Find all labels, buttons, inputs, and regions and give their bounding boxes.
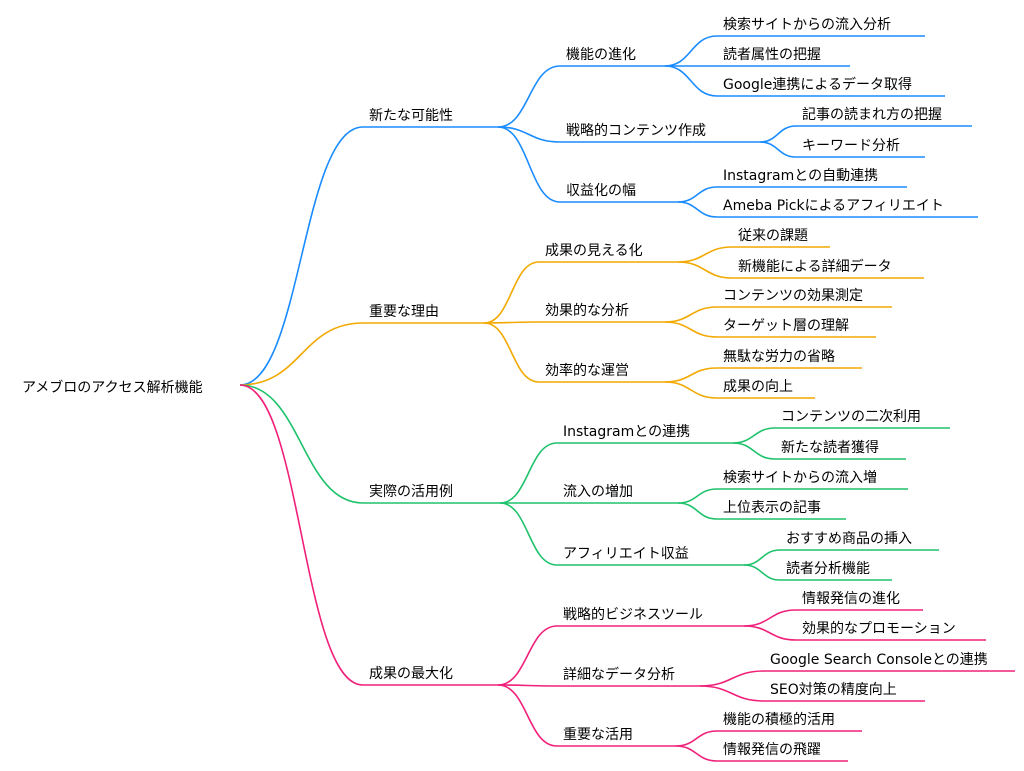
subtopic-label: アフィリエイト収益	[563, 546, 689, 562]
leaf-label: 情報発信の進化	[802, 591, 900, 607]
leaf-connector	[732, 442, 776, 460]
subtopic-label: 詳細なデータ分析	[563, 666, 675, 683]
leaf-connector	[759, 125, 797, 143]
branch-connector	[239, 126, 364, 386]
branch-label: 新たな可能性	[369, 108, 453, 124]
branch-connector	[239, 322, 364, 386]
leaf-connector	[664, 321, 718, 338]
subtopic-label: 重要な活用	[563, 727, 633, 743]
branch-label: 実際の活用例	[369, 484, 453, 500]
subtopic-connector	[483, 322, 540, 383]
subtopic-connector	[497, 684, 558, 747]
subtopic-connector	[497, 684, 558, 687]
leaf-label: SEO対策の精度向上	[770, 681, 897, 698]
leaf-label: ターゲット層の理解	[723, 318, 849, 334]
leaf-label: Google Search Consoleとの連携	[770, 652, 988, 668]
leaf-connector	[675, 730, 718, 747]
subtopic-label: 戦略的ビジネスツール	[563, 607, 703, 623]
subtopic-connector	[497, 65, 561, 128]
leaf-connector	[664, 381, 718, 399]
branch-connector	[239, 384, 364, 504]
leaf-connector	[732, 427, 776, 444]
leaf-label: Ameba Pickによるアフィリエイト	[723, 198, 944, 214]
leaf-connector	[699, 685, 765, 702]
leaf-label: 成果の向上	[723, 379, 793, 395]
branch-label: 重要な理由	[369, 304, 439, 320]
leaf-connector	[664, 306, 718, 323]
leaf-connector	[743, 625, 797, 641]
leaf-connector	[677, 488, 718, 504]
branch-label: 成果の最大化	[369, 666, 453, 682]
leaf-connector	[664, 35, 718, 67]
leaf-connector	[677, 186, 718, 203]
leaf-label: 効果的なプロモーション	[802, 621, 956, 637]
leaf-connector	[759, 141, 797, 158]
leaf-label: 読者分析機能	[786, 560, 870, 577]
subtopic-connector	[499, 442, 558, 504]
leaf-connector	[677, 502, 718, 520]
root-node-label: アメブロのアクセス解析機能	[22, 379, 203, 396]
connector-layer	[239, 35, 1015, 762]
subtopic-connector	[497, 625, 558, 686]
leaf-label: 従来の課題	[738, 228, 808, 244]
subtopic-label: 機能の進化	[566, 47, 636, 63]
leaf-label: 検索サイトからの流入増	[723, 469, 877, 486]
subtopic-label: 戦略的コンテンツ作成	[566, 123, 706, 139]
leaf-connector	[677, 201, 718, 218]
leaf-label: 検索サイトからの流入分析	[723, 16, 891, 33]
subtopic-label: 流入の増加	[563, 484, 633, 500]
subtopic-label: 収益化の幅	[566, 183, 636, 199]
leaf-label: 情報発信の飛躍	[723, 742, 821, 758]
leaf-connector	[664, 65, 718, 97]
subtopic-label: 成果の見える化	[545, 243, 643, 259]
subtopic-label: 効率的な運営	[545, 362, 629, 379]
subtopic-connector	[497, 126, 561, 143]
subtopic-connector	[499, 502, 558, 566]
leaf-connector	[743, 564, 781, 581]
subtopic-label: 効果的な分析	[545, 303, 629, 319]
leaf-label: 新機能による詳細データ	[738, 258, 892, 275]
branch-connector	[239, 384, 364, 686]
leaf-label: 新たな読者獲得	[781, 439, 879, 456]
leaf-label: 機能の積極的活用	[723, 712, 835, 728]
leaf-label: コンテンツの二次利用	[781, 409, 921, 425]
leaf-label: 読者属性の把握	[723, 46, 821, 63]
leaf-connector	[677, 246, 733, 263]
leaf-label: Google連携によるデータ取得	[723, 76, 912, 93]
leaf-connector	[675, 745, 718, 762]
subtopic-connector	[497, 126, 561, 203]
leaf-connector	[699, 670, 765, 687]
leaf-label: 記事の読まれ方の把握	[802, 106, 942, 123]
leaf-label: コンテンツの効果測定	[723, 288, 863, 304]
subtopic-label: Instagramとの連携	[563, 424, 690, 440]
subtopic-connector	[483, 261, 540, 324]
subtopic-connector	[483, 321, 540, 324]
leaf-label: 上位表示の記事	[723, 499, 821, 516]
leaf-connector	[743, 609, 797, 627]
leaf-connector	[743, 549, 781, 566]
leaf-label: おすすめ商品の挿入	[786, 531, 912, 547]
leaf-label: Instagramとの自動連携	[723, 168, 878, 184]
leaf-connector	[664, 367, 718, 383]
leaf-connector	[677, 261, 733, 279]
leaf-label: 無駄な労力の省略	[723, 349, 835, 365]
leaf-label: キーワード分析	[802, 138, 900, 154]
